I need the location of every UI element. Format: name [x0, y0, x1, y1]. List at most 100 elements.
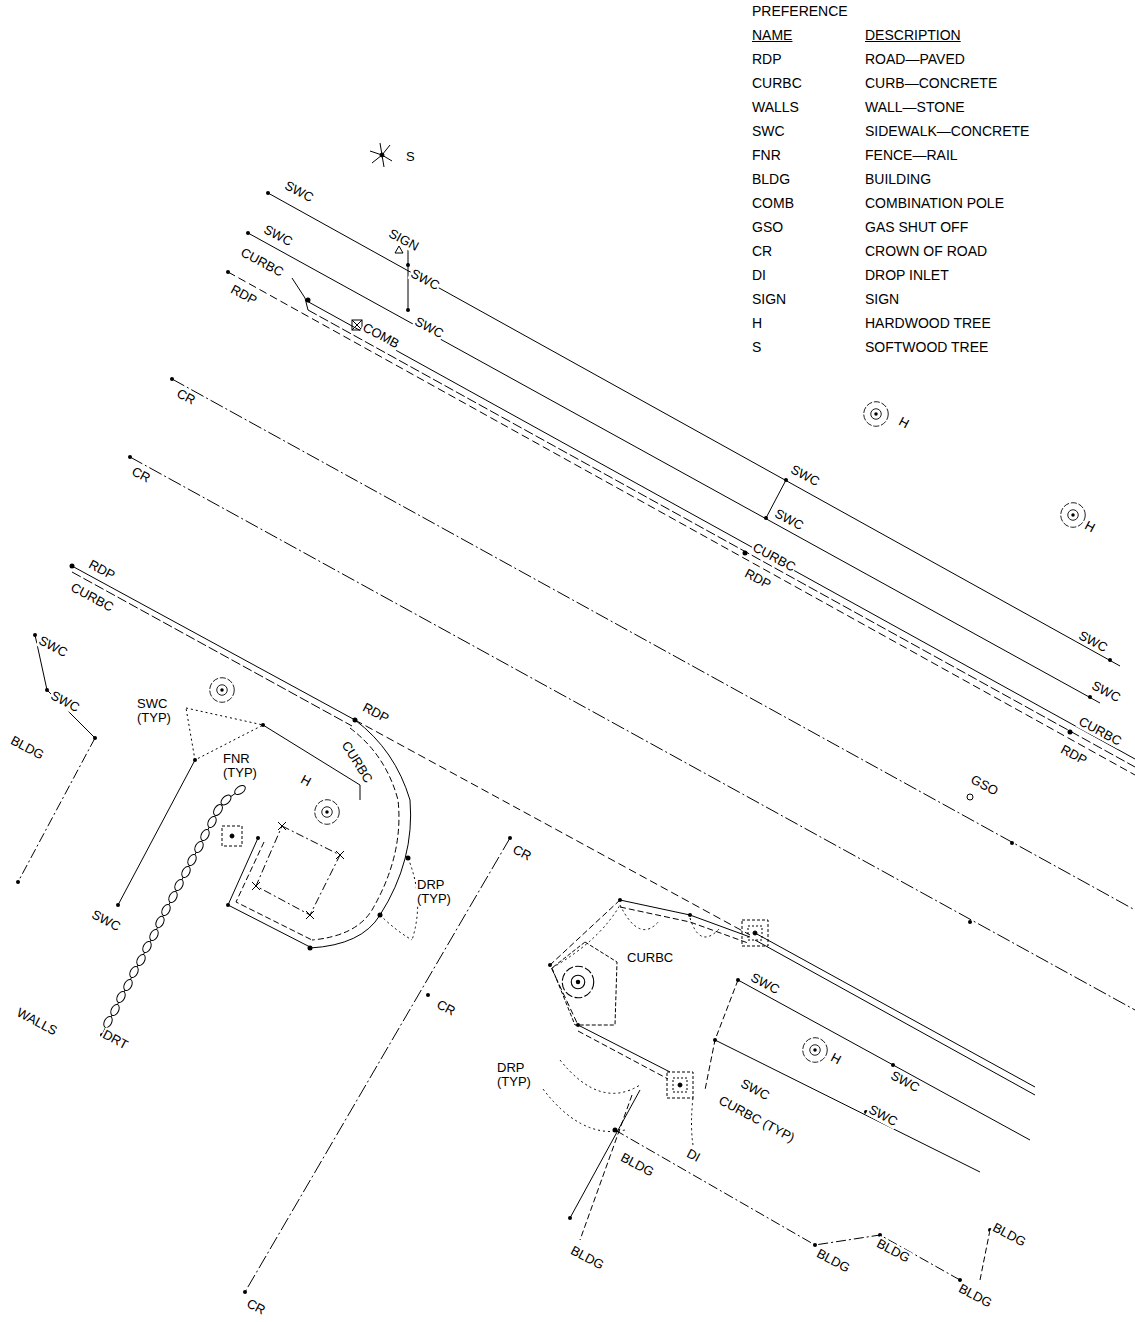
map-label: CURBC: [238, 245, 287, 280]
curb-return: [310, 720, 411, 948]
inlet-symbol: [667, 1072, 693, 1098]
map-label: H: [896, 414, 912, 431]
legend-cell: FENCE—RAIL: [865, 148, 958, 163]
post-symbol: [222, 826, 242, 846]
curb-line: [72, 572, 352, 726]
legend-cell: DROP INLET: [865, 268, 949, 283]
legend-cell: ROAD—PAVED: [865, 52, 965, 67]
map-label: SWC (TYP): [136, 697, 182, 724]
softwood-tree: [370, 143, 392, 167]
rail-fence: [256, 826, 340, 915]
sidewalk-line: [360, 785, 361, 800]
map-label: SWC: [738, 1076, 773, 1103]
map-label: SWC: [408, 266, 443, 293]
legend-cell: S: [752, 340, 761, 355]
legend-cell: DESCRIPTION: [865, 28, 961, 43]
curb-return: [312, 728, 399, 940]
legend-cell: FNR: [752, 148, 781, 163]
drop-curb: [540, 1060, 640, 1132]
map-label: SWC: [48, 688, 83, 715]
map-label: CURBC: [338, 738, 375, 786]
tree-bed: [552, 942, 617, 1025]
legend-cell: SIGN: [865, 292, 899, 307]
map-label: BLDG: [990, 1220, 1029, 1250]
fence-post: [252, 822, 344, 919]
curb-line: [620, 907, 748, 943]
legend-cell: COMB: [752, 196, 794, 211]
stone-wall: [102, 790, 240, 1035]
hardwood-tree: [210, 402, 1086, 1063]
map-label: RDP: [742, 566, 774, 592]
map-label: BLDG: [618, 1150, 657, 1180]
sidewalk-line: [738, 980, 1030, 1140]
curb-line: [755, 933, 1035, 1087]
crown-line: [130, 457, 1135, 1010]
map-label: WALLS: [14, 1005, 61, 1038]
legend-cell: COMBINATION POLE: [865, 196, 1004, 211]
map-label: SWC: [36, 633, 71, 660]
map-label: CR: [434, 997, 459, 1019]
sidewalk-line: [715, 1040, 980, 1172]
inlet-symbol: [742, 920, 768, 946]
legend-cell: HARDWOOD TREE: [865, 316, 991, 331]
map-label: CURBC: [750, 540, 799, 575]
legend-cell: NAME: [752, 28, 792, 43]
map-label: SWC: [1076, 628, 1111, 655]
crown-line: [245, 838, 510, 1292]
map-label: S: [405, 150, 416, 164]
legend-cell: BLDG: [752, 172, 790, 187]
map-label: SWC: [261, 222, 296, 249]
building-line: [580, 1095, 632, 1240]
curb-line: [308, 310, 1135, 767]
curb-line: [292, 278, 308, 310]
map-label: BLDG: [874, 1236, 913, 1266]
map-label: SWC: [788, 462, 823, 489]
map-label: RDP: [360, 700, 392, 726]
legend-cell: CR: [752, 244, 772, 259]
map-label: H: [1082, 518, 1098, 535]
sidewalk-line: [268, 193, 1120, 666]
legend-cell: WALL—STONE: [865, 100, 965, 115]
map-label: H: [298, 772, 314, 789]
drop-curb: [552, 905, 720, 968]
legend-cell: BUILDING: [865, 172, 931, 187]
curb-line: [620, 900, 750, 937]
legend-cell: SIDEWALK—CONCRETE: [865, 124, 1029, 139]
map-label: BLDG: [814, 1246, 853, 1276]
map-label: SWC: [89, 907, 124, 934]
map-label: SWC: [866, 1102, 901, 1129]
legend-cell: CROWN OF ROAD: [865, 244, 987, 259]
legend-cell: SWC: [752, 124, 785, 139]
legend-cell: H: [752, 316, 762, 331]
map-label: RDP: [1058, 742, 1090, 768]
map-label: SIGN: [386, 226, 422, 254]
legend-cell: CURB—CONCRETE: [865, 76, 997, 91]
map-label: BLDG: [8, 733, 47, 763]
sidewalk-line: [248, 233, 1100, 703]
map-label: DRP (TYP): [416, 878, 462, 905]
leader-line: [692, 1098, 694, 1145]
map-label: BLDG: [956, 1281, 995, 1311]
map-label: SWC: [748, 970, 783, 997]
map-label: CR: [129, 464, 154, 486]
building-line: [615, 1130, 960, 1280]
road-edge: [355, 720, 750, 935]
sidewalk-line: [705, 980, 738, 1090]
legend-cell: SIGN: [752, 292, 786, 307]
road-edge: [228, 272, 1135, 775]
map-label: COMB: [360, 320, 403, 351]
gas-shutoff-symbol: [967, 794, 973, 800]
map-label: CURBC: [626, 951, 674, 965]
map-label: RDP: [86, 557, 118, 583]
map-label: CURBC (TYP): [716, 1093, 798, 1145]
map-label: H: [828, 1050, 844, 1067]
map-label: SWC: [1089, 678, 1124, 705]
legend-cell: GAS SHUT OFF: [865, 220, 968, 235]
crown-line: [172, 379, 1135, 910]
sidewalk-line: [118, 760, 195, 905]
legend-cell: RDP: [752, 52, 782, 67]
legend-cell: SOFTWOOD TREE: [865, 340, 988, 355]
curb-line: [578, 1025, 670, 1072]
map-label: CR: [244, 1296, 269, 1318]
curb-line: [578, 1031, 668, 1079]
